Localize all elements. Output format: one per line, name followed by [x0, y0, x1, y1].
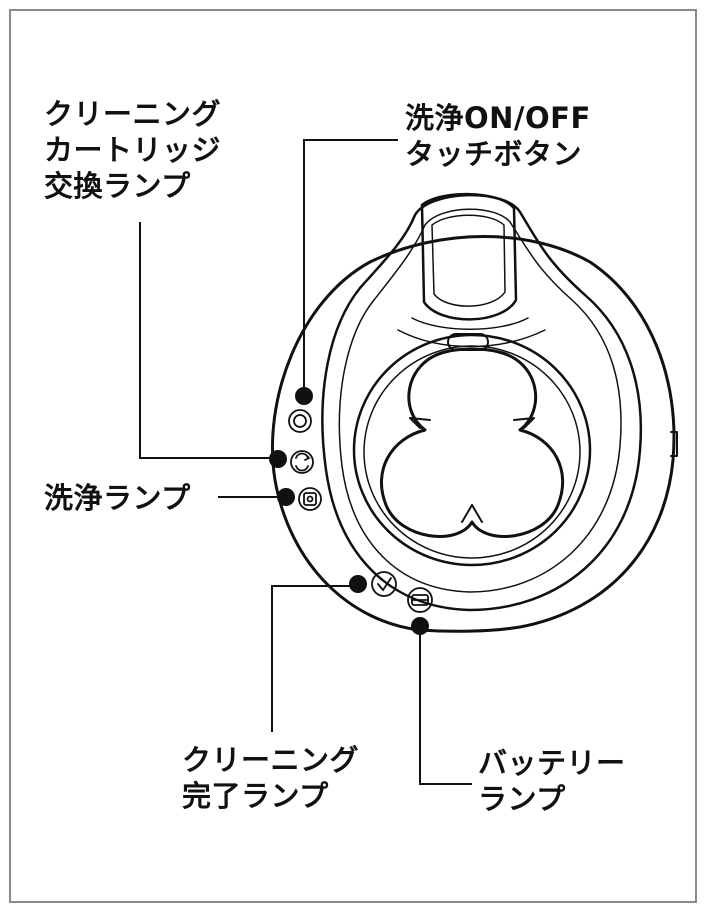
lobe-notch-bottom — [461, 504, 483, 523]
dot-battery — [411, 617, 429, 635]
label-done-line1: クリーニング — [182, 743, 360, 777]
wash-cycle-icon — [290, 450, 314, 474]
power-ring-icon[interactable] — [288, 409, 312, 433]
basin-ring-inner — [363, 345, 581, 559]
label-touch-line1: 洗浄ON/OFF — [405, 101, 591, 135]
label-battery-line2: ランプ — [478, 782, 566, 816]
label-wash-line1: 洗浄ランプ — [44, 481, 191, 515]
holder-outer — [321, 193, 643, 612]
label-cartridge-line2: カートリッジ — [44, 133, 222, 167]
cartridge-square-icon — [298, 487, 322, 511]
label-cartridge-line3: 交換ランプ — [44, 169, 191, 203]
battery-icon — [407, 587, 433, 613]
dot-wash — [277, 488, 295, 506]
leader-done — [271, 585, 356, 732]
label-battery-lamp: バッテリー ランプ — [478, 745, 626, 817]
slot-shelf-2 — [397, 329, 546, 348]
leader-touch — [303, 139, 398, 394]
label-touch-line2: タッチボタン — [405, 137, 583, 171]
station-base-outline — [270, 235, 676, 633]
lobe-notch-right — [513, 417, 535, 429]
label-cartridge-lamp: クリーニング カートリッジ 交換ランプ — [44, 96, 221, 204]
basin-ring-outer — [352, 333, 592, 567]
blade-seat — [380, 347, 564, 538]
label-battery-line1: バッテリー — [478, 746, 626, 780]
label-wash-lamp: 洗浄ランプ — [44, 480, 191, 516]
diagram-frame — [9, 9, 697, 903]
holder-inner — [338, 208, 622, 593]
dot-touch — [295, 387, 313, 405]
label-done-line2: 完了ランプ — [182, 779, 329, 813]
dot-done — [349, 575, 367, 593]
dot-cartridge — [269, 450, 287, 468]
station-edge-notch — [670, 431, 678, 457]
label-cleaning-done-lamp: クリーニング 完了ランプ — [182, 742, 359, 814]
slot-shelf — [411, 317, 529, 330]
handle-slot — [420, 192, 518, 321]
check-icon — [371, 571, 397, 597]
label-cartridge-line1: クリーニング — [44, 97, 222, 131]
leader-battery — [419, 628, 472, 785]
lobe-notch-left — [409, 417, 431, 429]
leader-cartridge — [139, 222, 276, 459]
label-touch-button: 洗浄ON/OFF タッチボタン — [405, 100, 591, 172]
handle-slot-inner — [431, 214, 506, 307]
